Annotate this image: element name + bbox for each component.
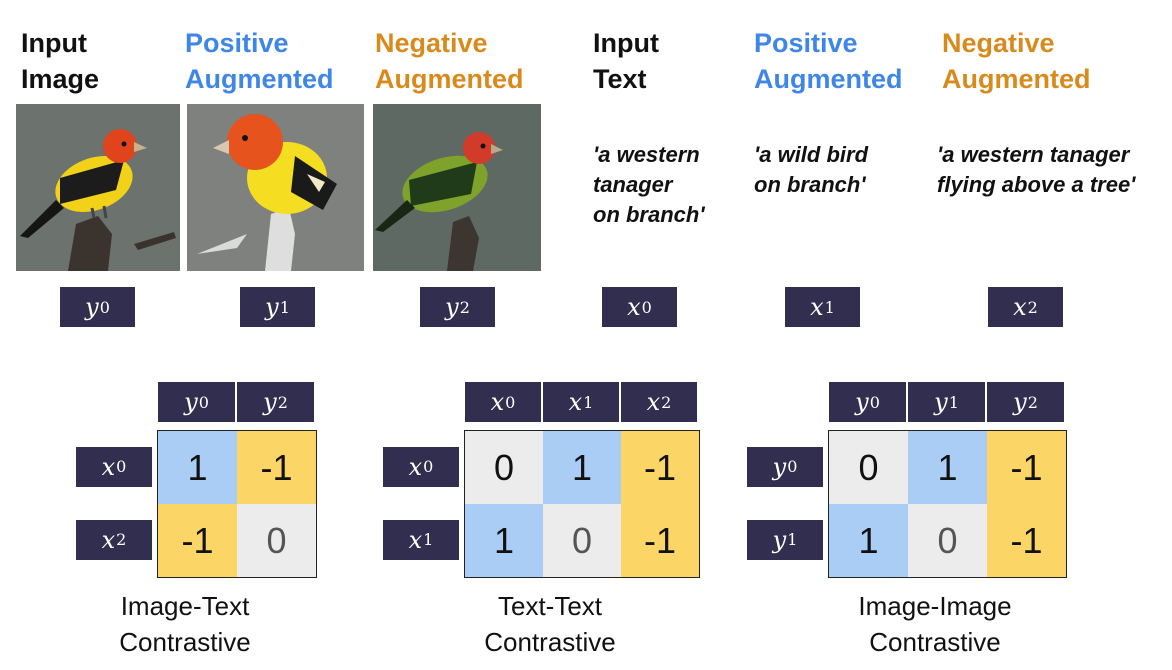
- image-image-row-label-y0-subscript: 0: [787, 457, 798, 476]
- image-image-cell-y1-y2: -1: [987, 504, 1066, 577]
- caption-negative-text: 'a western tanager flying above a tree': [937, 142, 1136, 197]
- image-text-title: Image-Text Contrastive: [119, 591, 251, 657]
- image-text-row-label-x2-subscript: 2: [116, 530, 127, 549]
- image-text-col-label-y2-symbol: y: [263, 388, 277, 416]
- image-text-cell-x2-y0: -1: [158, 504, 237, 577]
- text-text-cell-x1-x1: 0: [543, 504, 621, 577]
- image-text-row-label-x0-symbol: x: [101, 452, 116, 481]
- image-image-col-label-y1-subscript: 1: [948, 392, 959, 412]
- image-image-cell-y0-y0: 0: [829, 431, 908, 504]
- image-text-row-label-x0-subscript: 0: [116, 457, 127, 476]
- image-text-cell-x2-y2: 0: [237, 504, 316, 577]
- text-text-row-label-x1-subscript: 1: [423, 530, 434, 549]
- text-text-cell-x1-x2: -1: [621, 504, 699, 577]
- text-text-title: Text-Text Contrastive: [484, 591, 616, 657]
- image-image-row-label-y1-subscript: 1: [787, 530, 798, 549]
- image-image-col-label-y0-subscript: 0: [869, 392, 880, 412]
- image-text-row-label-x2-symbol: x: [101, 525, 116, 554]
- text-text-row-label-x0-symbol: x: [408, 452, 423, 481]
- text-text-col-label-x1-symbol: x: [568, 388, 583, 416]
- text-text-cell-x1-x0: 1: [465, 504, 543, 577]
- image-text-col-label-y0-subscript: 0: [198, 392, 209, 412]
- header-input-text: Input Text: [593, 28, 659, 94]
- image-text-col-label-y0-symbol: y: [184, 388, 198, 416]
- header-negative-augmented-image: Negative Augmented: [375, 28, 524, 94]
- image-image-row-label-y1-symbol: y: [772, 525, 787, 554]
- image-image-col-label-y2-symbol: y: [1013, 388, 1027, 416]
- header-input-image: Input Image: [21, 28, 100, 94]
- image-text-col-label-y2-subscript: 2: [277, 392, 288, 412]
- image-image-col-label-y1-symbol: y: [934, 388, 948, 416]
- image-image-cell-y0-y2: -1: [987, 431, 1066, 504]
- text-text-row-label-x1-symbol: x: [408, 525, 423, 554]
- text-text-cell-x0-x0: 0: [465, 431, 543, 504]
- header-negative-augmented-text: Negative Augmented: [942, 28, 1091, 94]
- header-positive-augmented-image: Positive Augmented: [185, 28, 334, 94]
- positive-augmented-bird-image: [187, 104, 364, 271]
- image-text-cell-x0-y0: 1: [158, 431, 237, 504]
- image-text-cell-x0-y2: -1: [237, 431, 316, 504]
- input-bird-image: [16, 104, 180, 271]
- image-image-title: Image-Image Contrastive: [858, 591, 1012, 657]
- text-text-col-label-x0-symbol: x: [490, 388, 505, 416]
- negative-augmented-bird-image: [373, 104, 541, 271]
- caption-positive-text: 'a wild bird on branch': [754, 142, 869, 197]
- text-text-col-label-x2-symbol: x: [646, 388, 661, 416]
- caption-input-text: 'a western tanager on branch': [593, 142, 705, 227]
- image-image-row-label-y0-symbol: y: [772, 452, 787, 481]
- image-image-cell-y1-y0: 1: [829, 504, 908, 577]
- image-image-col-label-y2-subscript: 2: [1027, 392, 1038, 412]
- image-image-cell-y0-y1: 1: [908, 431, 987, 504]
- text-text-col-label-x2-subscript: 2: [661, 392, 672, 412]
- image-image-col-label-y0-symbol: y: [855, 388, 869, 416]
- text-text-cell-x0-x2: -1: [621, 431, 699, 504]
- text-text-col-label-x1-subscript: 1: [583, 392, 594, 412]
- header-positive-augmented-text: Positive Augmented: [754, 28, 903, 94]
- text-text-cell-x0-x1: 1: [543, 431, 621, 504]
- text-text-col-label-x0-subscript: 0: [505, 392, 516, 412]
- text-text-row-label-x0-subscript: 0: [423, 457, 434, 476]
- image-image-cell-y1-y1: 0: [908, 504, 987, 577]
